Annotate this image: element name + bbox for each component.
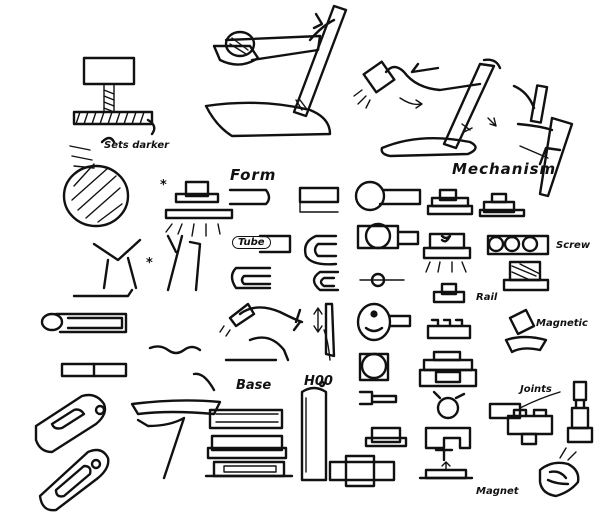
- clip-sketches: [100, 136, 328, 482]
- form-sketches: [72, 180, 292, 298]
- label-joints: Joints: [520, 384, 552, 395]
- label-form: Form: [230, 166, 277, 184]
- connector-sketches: [328, 180, 422, 488]
- joints-sketches: [506, 380, 594, 498]
- tube-sketches: [298, 186, 340, 361]
- label-screw: Screw: [556, 240, 591, 251]
- magnetic-block-sketch: [488, 391, 561, 420]
- slider-sketches: [34, 312, 128, 512]
- mechanism-sketches: [418, 188, 550, 480]
- label-magnet: Magnet: [476, 486, 519, 497]
- label-magnetic: Magnetic: [536, 318, 588, 329]
- lamp-head-sketch: [72, 56, 156, 136]
- label-rail: Rail: [476, 292, 498, 303]
- clamp-lamp-sketch: [353, 58, 574, 198]
- base-sketches: [130, 302, 304, 480]
- desk-lamp-sketch: [204, 4, 348, 138]
- label-tube: Tube: [232, 236, 271, 249]
- label-hoo: H00: [304, 374, 333, 389]
- label-sets-darker: Sets darker: [104, 140, 170, 151]
- label-base: Base: [236, 378, 272, 393]
- label-mechanism: Mechanism: [452, 160, 557, 178]
- asterisk-mark: *: [160, 178, 167, 193]
- asterisk-mark-2: *: [146, 256, 153, 271]
- darker-shade-sketch: [62, 145, 130, 228]
